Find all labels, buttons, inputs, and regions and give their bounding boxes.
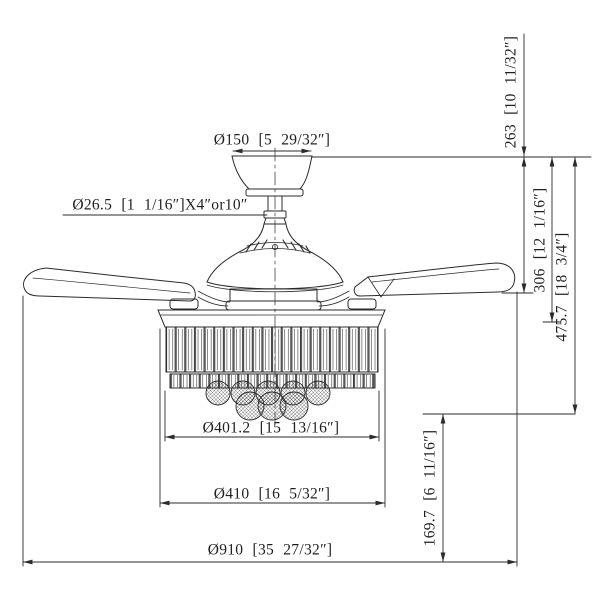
dim-label-canopy-diameter: Ø150 [5 29/32″] [213, 131, 331, 149]
crystal-balls [205, 380, 331, 421]
dim-label-ceiling-to-light-bottom: 475.7 [18 3/4″] [553, 232, 571, 342]
downrod [263, 195, 287, 225]
fan-blade-right [353, 262, 516, 298]
dim-label-blade-sweep: Ø910 [35 27/32″] [207, 541, 333, 559]
dim-label-light-kit-height: 169.7 [6 11/16″] [421, 429, 439, 547]
dim-label-light-kit-diameter: Ø410 [16 5/32″] [213, 485, 331, 503]
dim-label-ceiling-to-blade: 263 [10 11/32″] [502, 35, 520, 149]
dim-label-ceiling-to-body-bottom: 306 [12 1/16″] [531, 187, 549, 293]
vent-slots [245, 239, 311, 254]
dimension-lines [22, 33, 578, 567]
dim-label-shade-diameter: Ø401.2 [15 13/16″] [202, 419, 340, 437]
canopy [231, 155, 313, 197]
motor-housing [169, 223, 377, 311]
dim-label-downrod: Ø26.5 [1 1/16″]X4″or10″ [72, 196, 248, 214]
crystal-light-shade [157, 309, 386, 389]
fan-blade-left [23, 267, 196, 302]
